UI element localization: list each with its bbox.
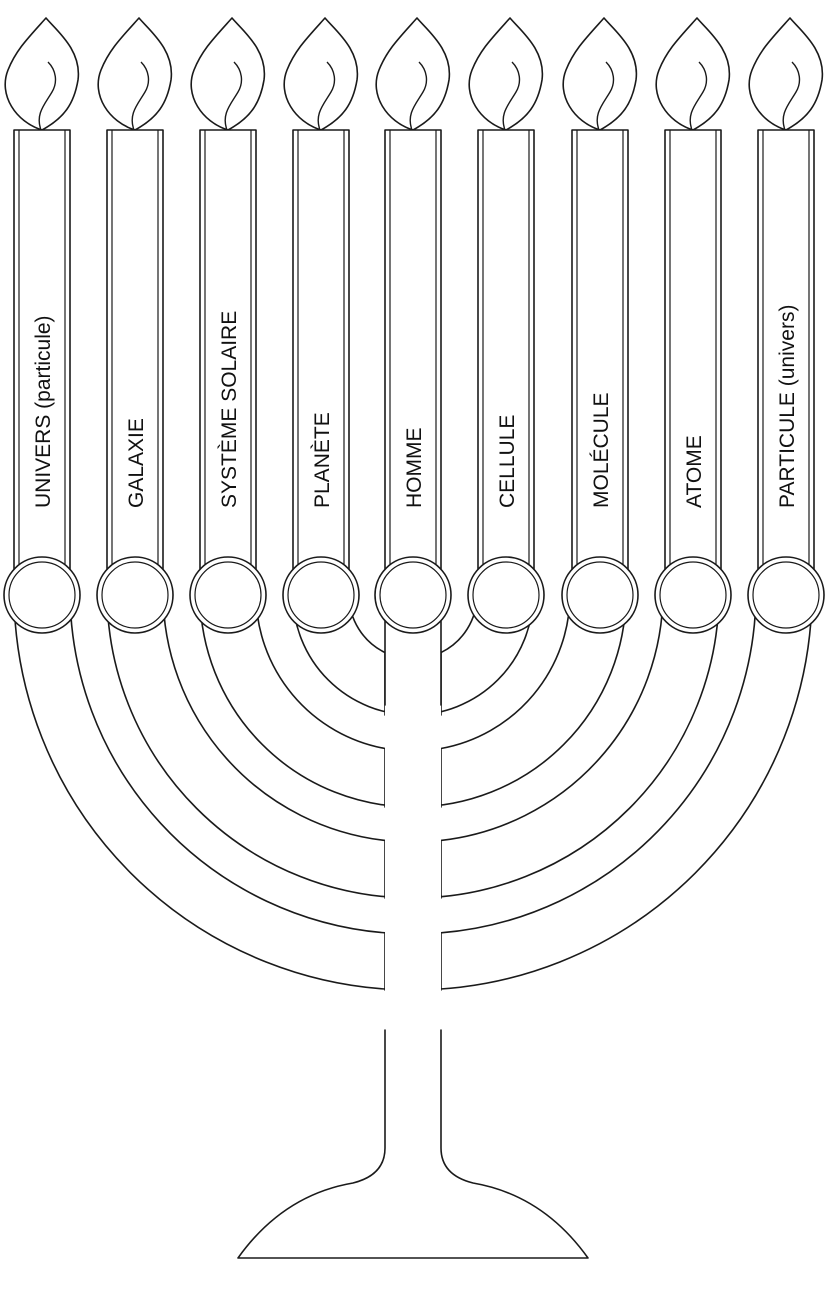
candle: PLANÈTE	[283, 18, 359, 633]
candle-label: GALAXIE	[125, 418, 148, 508]
menorah-base	[238, 1030, 588, 1258]
flame-icon	[191, 18, 264, 130]
candle-label: MOLÉCULE	[590, 392, 613, 508]
candle-holder-disc	[748, 557, 824, 633]
flame-icon	[284, 18, 357, 130]
candle-label: PLANÈTE	[311, 412, 334, 508]
candle: SYSTÈME SOLAIRE	[190, 18, 266, 633]
candle-label: UNIVERS (particule)	[32, 315, 55, 508]
candle: CELLULE	[468, 18, 544, 633]
flame-icon	[5, 18, 78, 130]
candle-label: SYSTÈME SOLAIRE	[218, 311, 241, 508]
flame-icon	[376, 18, 449, 130]
candle-holder-disc	[4, 557, 80, 633]
candle: GALAXIE	[97, 18, 173, 633]
menorah-candles: UNIVERS (particule) GALAXIE SYSTÈME SOLAIR…	[4, 18, 824, 633]
candle: PARTICULE (univers)	[748, 18, 824, 633]
flame-icon	[656, 18, 729, 130]
candle-holder-disc	[655, 557, 731, 633]
candle-holder-disc	[562, 557, 638, 633]
candle-label: ATOME	[683, 435, 706, 508]
candle: ATOME	[655, 18, 731, 633]
candle-label: CELLULE	[496, 415, 519, 508]
flame-icon	[563, 18, 636, 130]
flame-icon	[469, 18, 542, 130]
candle-holder-disc	[375, 557, 451, 633]
candle-label: PARTICULE (univers)	[776, 305, 799, 508]
candle-holder-disc	[283, 557, 359, 633]
candle: UNIVERS (particule)	[4, 18, 80, 633]
candle-holder-disc	[97, 557, 173, 633]
candle-holder-disc	[190, 557, 266, 633]
flame-icon	[98, 18, 171, 130]
flame-icon	[749, 18, 822, 130]
candle-label: HOMME	[403, 428, 426, 509]
candle: HOMME	[375, 18, 451, 633]
candle-holder-disc	[468, 557, 544, 633]
candle: MOLÉCULE	[562, 18, 638, 633]
